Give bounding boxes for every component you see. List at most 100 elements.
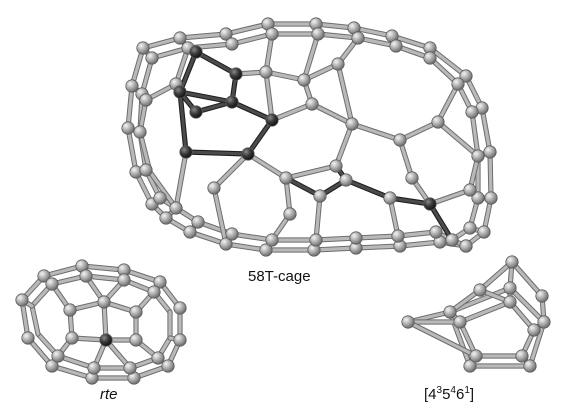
- rte-atom: [37, 269, 51, 283]
- cage-center-hexagon-bond-highlight: [284, 164, 338, 180]
- cage-atom: [471, 191, 485, 205]
- cage-bottom-front-bond-highlight: [312, 246, 358, 252]
- cage-atom: [309, 233, 323, 247]
- cage-atom: [121, 121, 135, 135]
- cage-dark-atom: [423, 197, 437, 211]
- cage-top-front-bond-highlight: [178, 32, 228, 40]
- rte-atom: [45, 359, 59, 373]
- small-pentagon-front-bond-highlight: [508, 286, 546, 324]
- rte-outer-front-bond-highlight: [50, 364, 94, 380]
- rte-inner-atom: [97, 295, 111, 309]
- cage-atom: [259, 243, 273, 257]
- rte-atom: [147, 285, 161, 299]
- small-atom: [443, 305, 457, 319]
- cage-dark-arc-e-bond-highlight: [344, 178, 392, 200]
- rte-atom: [15, 293, 29, 307]
- small-pentagon-back-bond-highlight: [458, 300, 512, 324]
- cage-right-ring-bond-highlight: [436, 82, 460, 124]
- cage-center-hexagon-bond-highlight: [246, 152, 288, 180]
- small-atom: [515, 349, 529, 363]
- cage-atom: [331, 57, 345, 71]
- cage-atom: [207, 181, 221, 195]
- cage-dark-pentagon-a-bond-highlight: [194, 50, 238, 76]
- cage-dark-atom: [179, 145, 193, 159]
- small-atom: [401, 315, 415, 329]
- cage-atom: [445, 233, 459, 247]
- cage-bottom-front-bond-highlight: [224, 242, 268, 252]
- cage-dark-atom: [189, 105, 203, 119]
- cage-label: 58T-cage: [248, 268, 311, 285]
- cage-bottom-front-bond-highlight: [354, 244, 402, 250]
- cage-dark-arc-e-bond-highlight: [388, 196, 432, 206]
- cage-center-hexagon-bond-highlight: [334, 122, 354, 168]
- rte-atom: [79, 269, 93, 283]
- cage-atom: [391, 229, 405, 243]
- atom-layer: [15, 17, 551, 385]
- cage-atom: [484, 191, 498, 205]
- small-atom: [505, 255, 519, 269]
- cage-atom: [393, 133, 407, 147]
- small-top-bond-highlight: [510, 260, 544, 298]
- cage-top-front-bond-highlight: [428, 46, 468, 78]
- cage-atom: [313, 189, 327, 203]
- cage-atom: [339, 173, 353, 187]
- cage-atom: [265, 233, 279, 247]
- cage-bottom-back-bond-highlight: [314, 236, 358, 242]
- cage-atom: [279, 171, 293, 185]
- cage-atom: [153, 191, 167, 205]
- small-atom: [503, 295, 517, 309]
- cage-atom: [429, 225, 443, 239]
- rte-atom: [117, 273, 131, 287]
- cage-atom: [139, 163, 153, 177]
- small-atom: [469, 349, 483, 363]
- small-atom: [523, 359, 537, 373]
- rte-atom: [51, 349, 65, 363]
- rte-atom: [21, 331, 35, 345]
- small-pentagon-front-bond-highlight: [528, 320, 546, 368]
- small-atom: [463, 359, 477, 373]
- cage-atom: [265, 27, 279, 41]
- cage-dark-hexagon-b-bond-highlight: [178, 90, 188, 154]
- rte-atom: [45, 277, 59, 291]
- cage-right-inner-ring-bond-highlight: [428, 188, 472, 206]
- cage-atom: [423, 51, 437, 65]
- cage-right-front-bond-highlight: [480, 106, 492, 154]
- rte-atom: [151, 351, 165, 365]
- rte-dark-atom: [99, 333, 113, 347]
- cage-dark-hexagon-b-bond-highlight: [178, 90, 234, 104]
- cage-atom: [125, 79, 139, 93]
- cage-atom: [405, 171, 419, 185]
- rte-atom: [153, 275, 167, 289]
- cage-bottom-back-bond-highlight: [354, 234, 400, 240]
- cage-top-front-bond-highlight: [224, 22, 270, 36]
- cage-dark-arc-e-bond-highlight: [428, 202, 454, 242]
- cage-atom: [459, 69, 473, 83]
- small-atom: [527, 323, 541, 337]
- small-atom: [537, 315, 551, 329]
- cage-dark-hexagon-b-bond-highlight: [184, 150, 250, 156]
- cage-center-hexagon-bond-highlight: [310, 102, 354, 126]
- small-link-highlight: [478, 260, 514, 292]
- cage-atom: [136, 41, 150, 55]
- cage-atom: [219, 27, 233, 41]
- cage-right-ring-bond-highlight: [398, 120, 440, 142]
- cage-atom: [159, 211, 173, 225]
- cage-atom: [459, 239, 473, 253]
- rte-inner-atom: [63, 303, 77, 317]
- cage-center-hexagon-bond-highlight: [270, 102, 314, 122]
- cage-atom: [145, 51, 159, 65]
- cage-atom: [431, 115, 445, 129]
- cage-bottom-back-bond-highlight: [230, 232, 274, 242]
- cage-atom: [225, 37, 239, 51]
- cage-atom: [383, 191, 397, 205]
- rte-atom: [123, 361, 137, 375]
- cage-right-ring-bond-highlight: [336, 62, 354, 126]
- cage-atom: [349, 231, 363, 245]
- small-atom: [453, 315, 467, 329]
- rte-atom: [161, 359, 175, 373]
- cage-right-ring-bond-highlight: [350, 122, 402, 142]
- cage-top-back-bond-highlight: [230, 32, 274, 46]
- cage-atom: [311, 27, 325, 41]
- small-atom: [535, 289, 549, 303]
